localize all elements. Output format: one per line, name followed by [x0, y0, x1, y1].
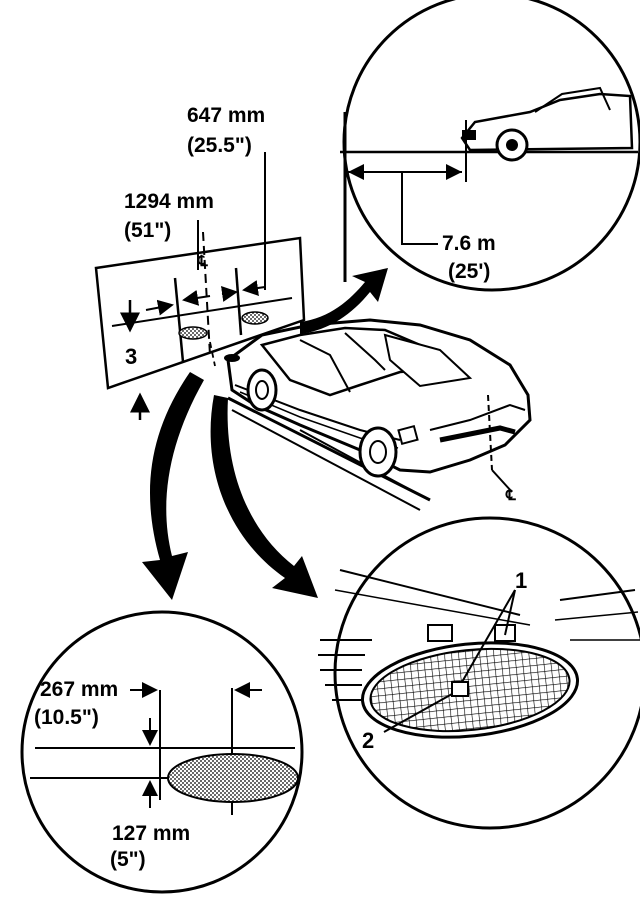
screen-centerline — [202, 231, 211, 356]
hotspot-height-mm-label: 127 mm — [112, 822, 190, 845]
callout-2-label: 2 — [362, 728, 374, 753]
lamp-offset-in-label: (25.5") — [187, 134, 252, 157]
arrow-to-hotspot-view — [142, 372, 204, 600]
right-lamp-vertical — [234, 267, 243, 336]
arrow-to-side-view — [300, 268, 388, 334]
detail-hotspot: 267 mm (10.5") 127 mm (5") — [20, 610, 304, 894]
distance-meters-label: 7.6 m — [442, 232, 496, 255]
vehicle — [224, 318, 532, 511]
hotspot-height-in-label: (5") — [110, 848, 146, 871]
distance-feet-label: (25') — [448, 260, 490, 283]
lamp-spacing-mm-label: 1294 mm — [124, 190, 214, 213]
lamp-height-line — [111, 297, 293, 327]
callout-1-label: 1 — [515, 568, 527, 593]
vehicle-centerline-symbol: ℄ — [505, 487, 516, 504]
hotspot-width-in-label: (10.5") — [34, 706, 99, 729]
arrow-to-headlamp-view — [210, 395, 318, 598]
left-lamp-vertical — [173, 277, 185, 363]
detail-headlamp: 1 2 — [318, 516, 640, 830]
callout-3-label: 3 — [125, 344, 137, 369]
hotspot-width-mm-label: 267 mm — [40, 678, 118, 701]
hotspot-pattern — [167, 753, 299, 803]
headlamp-lens — [369, 647, 571, 733]
dimension-labels: 647 mm (25.5") 1294 mm (51") 3 ℄ ℄ — [124, 104, 516, 504]
callout-arrows — [142, 268, 388, 600]
detail-side-view: 7.6 m (25') — [340, 0, 640, 292]
lamp-offset-mm-label: 647 mm — [187, 104, 265, 127]
lamp-spacing-in-label: (51") — [124, 219, 171, 242]
screen-centerline-symbol: ℄ — [197, 253, 208, 270]
aiming-screen — [94, 152, 306, 420]
